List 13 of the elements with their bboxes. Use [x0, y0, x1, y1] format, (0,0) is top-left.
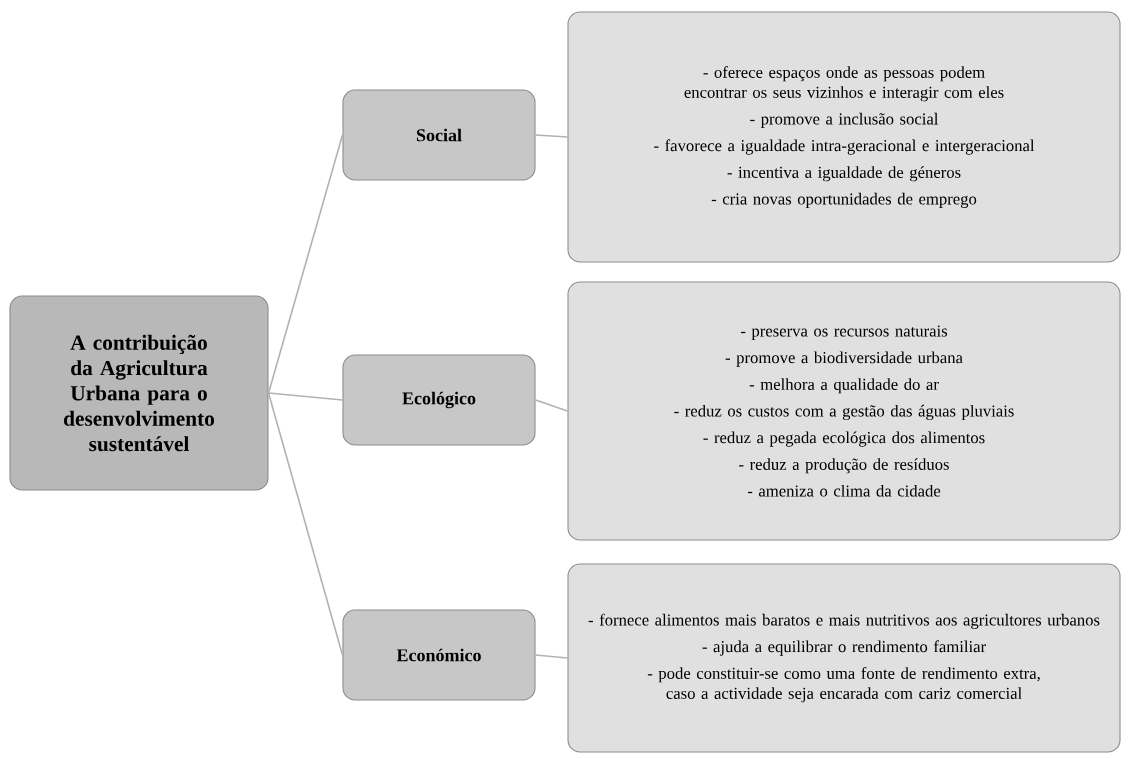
connector-line	[534, 399, 569, 412]
detail-box: - preserva os recursos naturais - promove a biodiversidade urbana - melhora a qualidade do ar - reduz os custos com a gestão das águas pluviais - reduz a pegada ecológica dos alimentos - reduz a produção de resíduos - ameniza o clima da cidade	[567, 281, 1121, 541]
detail-box: - fornece alimentos mais baratos e mais nutritivos aos agricultores urbanos - ajuda a equilibrar o rendimento familiar - pode constituir-se como uma fonte de rendimento extra, caso a actividade seja encarada com cariz comercial	[567, 563, 1121, 753]
connector-line	[534, 134, 569, 138]
detail-box: - oferece espaços onde as pessoas podem encontrar os seus vizinhos e interagir com eles - promove a inclusão social - favorece a igualdade intra-geracional e intergeracional - incentiva a igualdade de géneros - cria novas oportunidades de emprego	[567, 11, 1121, 263]
root-box: A contribuição da Agricultura Urbana para o desenvolvimento sustentável	[9, 295, 269, 491]
connector-line	[267, 392, 344, 401]
connector-line	[267, 134, 344, 394]
connector-line	[267, 392, 344, 656]
category-box: Ecológico	[342, 354, 536, 446]
connector-line	[534, 654, 569, 659]
category-box: Económico	[342, 609, 536, 701]
category-box: Social	[342, 89, 536, 181]
